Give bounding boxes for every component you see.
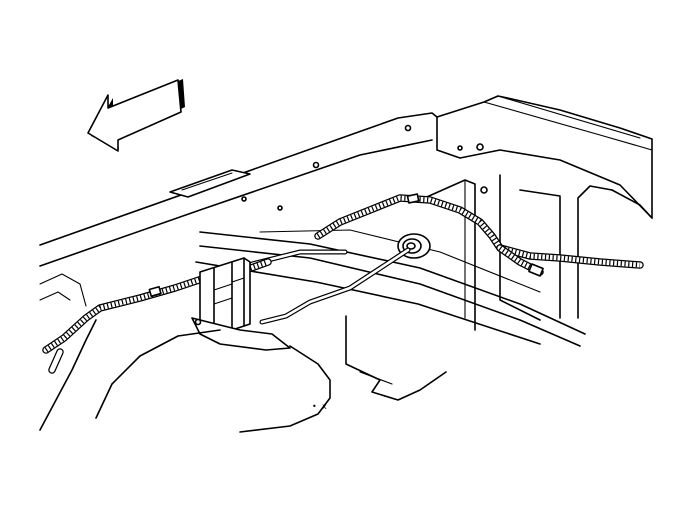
frame-rail xyxy=(195,229,586,347)
panel-fasteners xyxy=(241,124,488,211)
svg-text:•: • xyxy=(312,402,317,411)
wheel-well xyxy=(39,273,331,433)
cable-bracket xyxy=(191,257,291,351)
svg-text:x: x xyxy=(322,402,327,411)
floor-edges xyxy=(345,315,447,401)
bulkhead-panel xyxy=(419,174,561,331)
small-marks: • x xyxy=(312,402,327,411)
harness-clips xyxy=(148,193,544,298)
direction-arrow-icon xyxy=(87,79,185,152)
wiring-harness xyxy=(42,194,644,374)
mounting-pad xyxy=(169,169,251,198)
